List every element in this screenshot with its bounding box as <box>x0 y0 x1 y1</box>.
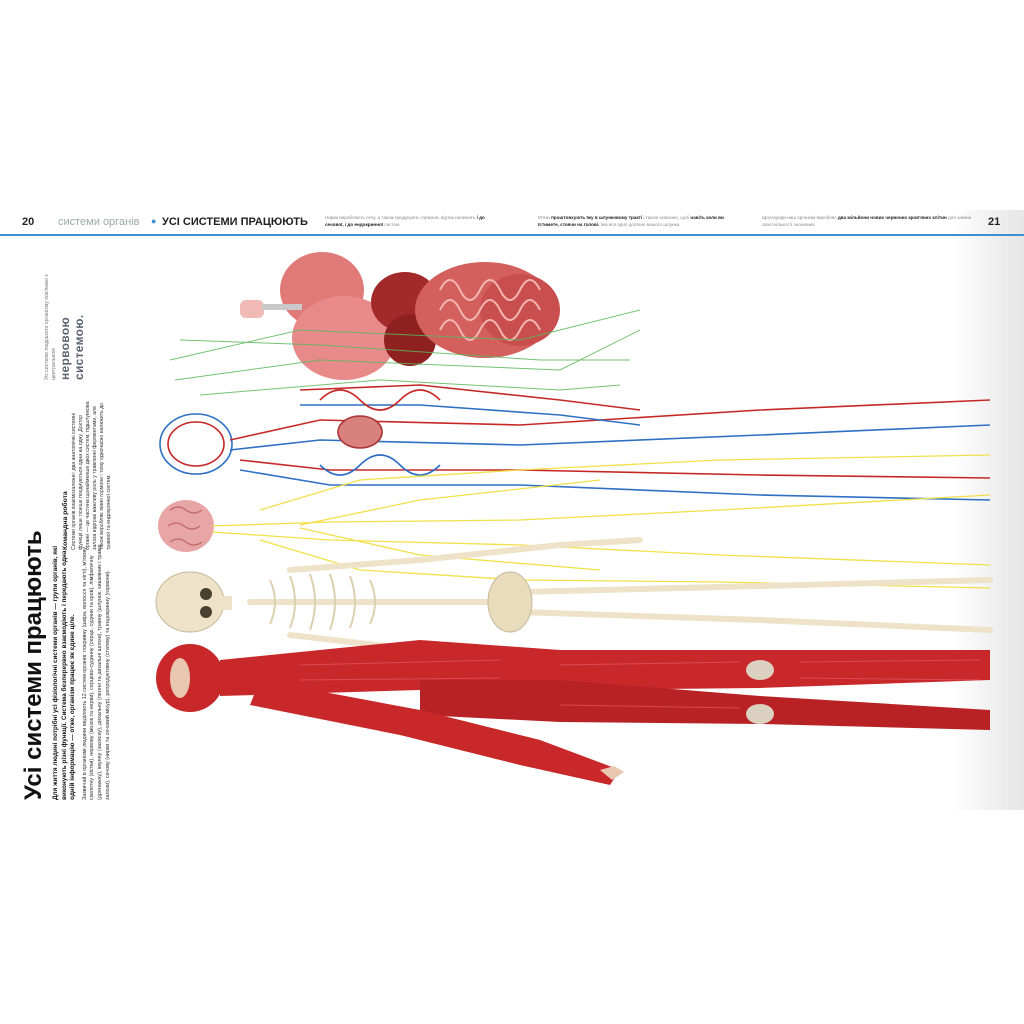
fact-note-2: М'язи проштовхують їжу в шлунковому трак… <box>538 215 724 227</box>
body-systems-illustration <box>155 252 993 785</box>
main-title: Усі системи працюють <box>20 530 47 800</box>
quote-block: Усі системи людського організму пов'язан… <box>44 250 86 380</box>
book-spread: 20 системи органів ● УСІ СИСТЕМИ ПРАЦЮЮТ… <box>0 210 1024 810</box>
quote-big: нервовою системою. <box>58 314 86 380</box>
nervous-system <box>158 454 991 589</box>
skeletal-system <box>155 537 993 665</box>
muscle-system <box>156 640 990 785</box>
fact-note-3: Щосекунди наш організм виробляє два міль… <box>762 215 972 227</box>
chapter-title: УСІ СИСТЕМИ ПРАЦЮЮТЬ <box>162 216 308 228</box>
bullet-icon: ● <box>151 216 157 226</box>
header-rule <box>0 234 1024 236</box>
main-text-block: Усі системи працюють Для життя людині по… <box>20 530 112 800</box>
circulatory-system <box>159 384 991 501</box>
body-paragraph: Зазвичай в організмі людини виділяють 12… <box>81 544 111 800</box>
lead-paragraph: Для життя людині потрібні усі фізіологіч… <box>52 546 77 800</box>
teamwork-title: Командна робота <box>62 491 69 550</box>
teamwork-box: Командна робота Системи органів взаємоза… <box>62 400 113 550</box>
page-number-left: 20 <box>22 216 35 228</box>
digestive-respiratory-system <box>240 252 560 380</box>
running-header: 20 системи органів ● УСІ СИСТЕМИ ПРАЦЮЮТ… <box>0 210 1024 236</box>
teamwork-text: Системи органів взаємозалежні: два анато… <box>71 401 112 550</box>
lymphatic-system <box>169 309 641 396</box>
page-number-right: 21 <box>988 216 1001 228</box>
section-label: системи органів <box>58 216 140 228</box>
quote-small: Усі системи людського організму пов'язан… <box>44 274 57 380</box>
fact-note-1: Нирки виробляють сечу, а також продукуют… <box>325 215 485 227</box>
